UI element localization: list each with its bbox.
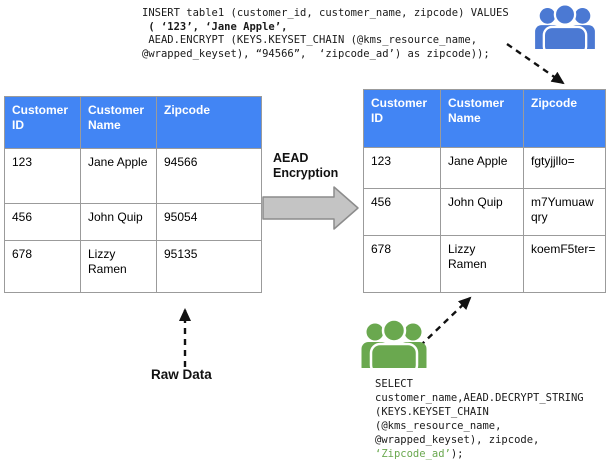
table-cell: koemF5ter= (523, 235, 606, 293)
sql-line: AEAD.ENCRYPT (KEYS.KEYSET_CHAIN (@kms_re… (142, 34, 478, 46)
sql-line: @wrapped_keyset), zipcode, (375, 434, 540, 446)
table-cell: m7Yumuawqry (523, 188, 606, 236)
sql-line: customer_name,AEAD.DECRYPT_STRING (375, 392, 584, 404)
table-row: 456 John Quip 95054 (4, 203, 262, 241)
table-cell: Jane Apple (80, 148, 157, 204)
sql-line: SELECT (375, 378, 413, 390)
table-header-row: Customer ID Customer Name Zipcode (363, 89, 606, 148)
table-row: 678 Lizzy Ramen koemF5ter= (363, 235, 606, 293)
table-cell: John Quip (440, 188, 524, 236)
table-row: 456 John Quip m7Yumuawqry (363, 188, 606, 236)
header-cell-customer-id: Customer ID (4, 96, 81, 149)
table-cell: Lizzy Ramen (440, 235, 524, 293)
table-row: 123 Jane Apple fgtyjjllo= (363, 147, 606, 189)
block-arrow-right-icon (262, 186, 359, 230)
sql-line: (KEYS.KEYSET_CHAIN (375, 406, 489, 418)
table-header-row: Customer ID Customer Name Zipcode (4, 96, 262, 149)
sql-line: @wrapped_keyset), “94566”, ‘zipcode_ad’)… (142, 47, 490, 60)
table-cell: 678 (4, 240, 81, 293)
table-cell: 123 (4, 148, 81, 204)
sql-line-end: ); (450, 448, 464, 460)
header-cell-customer-name: Customer Name (80, 96, 157, 149)
sql-line: ( ‘123’, ‘Jane Apple’, (142, 20, 288, 33)
header-cell-zipcode: Zipcode (156, 96, 262, 149)
table-row: 123 Jane Apple 94566 (4, 148, 262, 204)
table-cell: Jane Apple (440, 147, 524, 189)
people-group-icon (361, 318, 427, 368)
table-cell: John Quip (80, 203, 157, 241)
table-cell: 95135 (156, 240, 262, 293)
table-cell: 123 (363, 147, 441, 189)
dashed-arrow-insert-to-table-icon (506, 43, 565, 85)
table-cell: Lizzy Ramen (80, 240, 157, 293)
encrypted-data-table: Customer ID Customer Name Zipcode 123 Ja… (363, 89, 606, 293)
sql-line: INSERT table1 (customer_id, customer_nam… (142, 7, 509, 19)
sql-line: (@kms_resource_name, (375, 420, 502, 432)
sql-highlight: ‘Zipcode_ad’ (375, 448, 451, 460)
select-sql-snippet: SELECT customer_name,AEAD.DECRYPT_STRING… (375, 377, 584, 461)
sql-line: ‘Zipcode_ad’); (375, 447, 584, 461)
table-row: 678 Lizzy Ramen 95135 (4, 240, 262, 293)
table-cell: 456 (4, 203, 81, 241)
raw-data-table: Customer ID Customer Name Zipcode 123 Ja… (4, 96, 262, 293)
table-cell: 94566 (156, 148, 262, 204)
table-cell: 678 (363, 235, 441, 293)
raw-data-label: Raw Data (151, 367, 212, 382)
insert-sql-snippet: INSERT table1 (customer_id, customer_nam… (142, 7, 509, 61)
header-cell-customer-id: Customer ID (363, 89, 441, 148)
aead-encryption-label: AEAD Encryption (273, 151, 339, 180)
header-cell-zipcode: Zipcode (523, 89, 606, 148)
people-group-icon (535, 3, 595, 49)
table-cell: 456 (363, 188, 441, 236)
table-cell: fgtyjjllo= (523, 147, 606, 189)
table-cell: 95054 (156, 203, 262, 241)
header-cell-customer-name: Customer Name (440, 89, 524, 148)
